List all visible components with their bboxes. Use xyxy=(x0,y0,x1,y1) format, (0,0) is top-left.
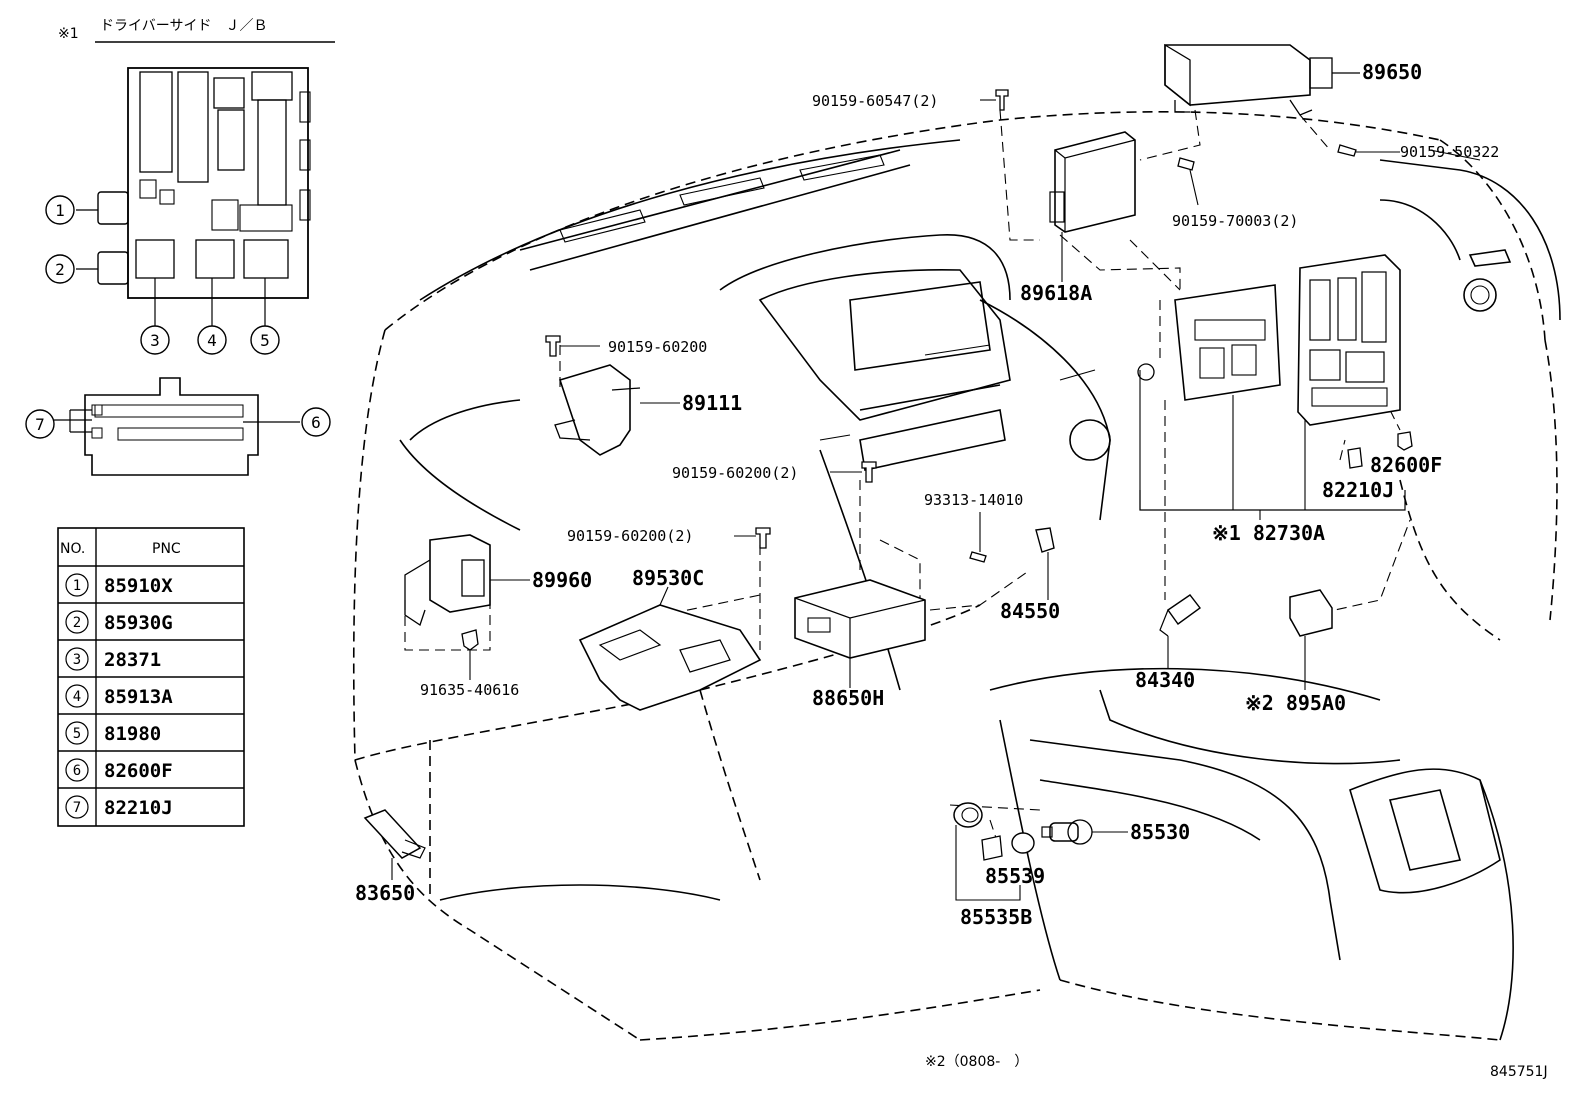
part-85535B-socket[interactable] xyxy=(953,802,1021,901)
table-row: 2 85930G xyxy=(65,610,173,634)
label-90159-60200: 90159-60200 xyxy=(608,338,707,356)
label-85539: 85539 xyxy=(985,864,1045,888)
part-84340-sensor[interactable] xyxy=(1159,594,1201,668)
label-83650: 83650 xyxy=(355,881,415,905)
screw-90159-70003 xyxy=(1177,157,1199,206)
screw-90159-60200 xyxy=(545,335,600,357)
label-93313-14010: 93313-14010 xyxy=(924,491,1023,509)
table-row: 7 82210J xyxy=(65,795,173,819)
junction-block-inset: ※1 ドライバーサイド Ｊ／Ｂ 1 xyxy=(45,18,335,355)
note-mark-1: ※1 xyxy=(58,26,79,42)
svg-text:1: 1 xyxy=(55,201,65,220)
part-85530-lamp[interactable] xyxy=(1041,819,1128,845)
svg-text:82600F: 82600F xyxy=(104,760,173,782)
part-89530C-bracket[interactable] xyxy=(578,586,762,711)
part-84550-switch[interactable] xyxy=(1035,527,1055,600)
label-85530: 85530 xyxy=(1130,820,1190,844)
callout-7: 7 xyxy=(25,409,55,439)
callout-4: 4 xyxy=(197,325,227,355)
svg-text:28371: 28371 xyxy=(104,649,161,671)
dashboard-outline xyxy=(352,111,1561,1041)
label-90159-50322: 90159-50322 xyxy=(1400,143,1499,161)
diagram-id: 845751J xyxy=(1490,1064,1548,1080)
label-89111: 89111 xyxy=(682,391,742,415)
table-header-no: NO. xyxy=(60,541,85,557)
svg-text:6: 6 xyxy=(73,763,81,779)
callout-3: 3 xyxy=(140,325,170,355)
table-row: 4 85913A xyxy=(65,684,173,708)
part-82600F-fuse[interactable] xyxy=(1397,431,1413,451)
part-895A0-module[interactable] xyxy=(1289,589,1333,690)
svg-text:85930G: 85930G xyxy=(104,612,173,634)
table-row: 1 85910X xyxy=(65,573,173,597)
pnc-table: NO. PNC 1 85910X 2 85930G 3 28371 4 8591… xyxy=(57,527,245,827)
svg-text:4: 4 xyxy=(73,689,81,705)
svg-text:3: 3 xyxy=(73,652,81,668)
label-84340: 84340 xyxy=(1135,668,1195,692)
screw-90159-60200-2a xyxy=(830,461,877,483)
screw-90159-50322 xyxy=(1337,144,1400,157)
label-91635-40616: 91635-40616 xyxy=(420,681,519,699)
svg-text:7: 7 xyxy=(73,800,81,816)
label-90159-70003: 90159-70003(2) xyxy=(1172,212,1298,230)
footnote-2: ※2（0808- ） xyxy=(925,1054,1028,1070)
callout-2: 2 xyxy=(45,254,75,284)
label-89650: 89650 xyxy=(1362,60,1422,84)
svg-text:4: 4 xyxy=(207,331,217,350)
part-89960-module[interactable] xyxy=(404,534,530,627)
svg-text:7: 7 xyxy=(35,415,45,434)
svg-text:2: 2 xyxy=(73,615,81,631)
part-82210J-relay[interactable] xyxy=(1347,447,1363,469)
label-85535B: 85535B xyxy=(960,905,1032,929)
part-85539-cap[interactable] xyxy=(1011,832,1035,854)
jb-title: ドライバーサイド Ｊ／Ｂ xyxy=(100,18,267,34)
callout-1: 1 xyxy=(45,195,75,225)
svg-text:6: 6 xyxy=(311,413,321,432)
screw-90159-60200-2b xyxy=(734,527,771,549)
part-89650-module[interactable] xyxy=(1164,43,1360,116)
svg-text:85910X: 85910X xyxy=(104,575,173,597)
label-89960: 89960 xyxy=(532,568,592,592)
label-895A0: ※2 895A0 xyxy=(1245,691,1346,715)
label-89530C: 89530C xyxy=(632,566,704,590)
svg-text:85913A: 85913A xyxy=(104,686,173,708)
part-88650H-amplifier[interactable] xyxy=(794,579,926,688)
table-row: 3 28371 xyxy=(65,647,161,671)
screw-93313-14010 xyxy=(969,512,987,563)
bolt-91635-40616 xyxy=(461,629,479,680)
label-82730A: ※1 82730A xyxy=(1212,521,1325,545)
callout-6: 6 xyxy=(301,407,331,437)
label-89618A: 89618A xyxy=(1020,281,1092,305)
label-90159-60200-2a: 90159-60200(2) xyxy=(672,464,798,482)
part-89618A-ecu[interactable] xyxy=(1049,131,1136,282)
label-88650H: 88650H xyxy=(812,686,884,710)
part-82730A-relay-block[interactable] xyxy=(1137,254,1406,520)
svg-text:1: 1 xyxy=(73,578,81,594)
callout-5: 5 xyxy=(250,325,280,355)
table-header-pnc: PNC xyxy=(152,541,181,557)
screw-90159-60547 xyxy=(980,89,1009,111)
svg-text:3: 3 xyxy=(150,331,160,350)
table-row: 6 82600F xyxy=(65,758,173,782)
svg-text:5: 5 xyxy=(73,726,81,742)
connector-inset: 7 6 xyxy=(25,377,331,476)
svg-text:5: 5 xyxy=(260,331,270,350)
label-82600F: 82600F xyxy=(1370,453,1442,477)
svg-text:2: 2 xyxy=(55,260,65,279)
svg-text:82210J: 82210J xyxy=(104,797,173,819)
table-row: 5 81980 xyxy=(65,721,161,745)
label-90159-60200-2b: 90159-60200(2) xyxy=(567,527,693,545)
part-89111-sensor[interactable] xyxy=(554,364,680,456)
svg-text:81980: 81980 xyxy=(104,723,161,745)
label-90159-60547: 90159-60547(2) xyxy=(812,92,938,110)
label-82210J: 82210J xyxy=(1322,478,1394,502)
leader-lines xyxy=(404,109,1411,851)
label-84550: 84550 xyxy=(1000,599,1060,623)
part-83650-sender[interactable] xyxy=(363,809,426,880)
